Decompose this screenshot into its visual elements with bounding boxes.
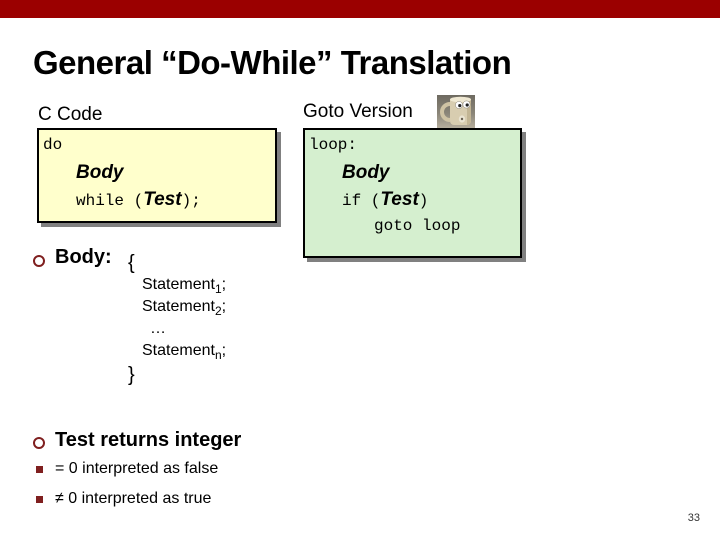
if-suffix: ) xyxy=(418,192,429,210)
body-placeholder: Body xyxy=(76,162,124,183)
page-title: General “Do-While” Translation xyxy=(33,44,512,81)
close-brace: } xyxy=(128,364,135,386)
square-bullet-icon xyxy=(36,466,43,473)
body-bullet-label: Body: xyxy=(55,246,112,268)
page-number: 33 xyxy=(687,512,700,524)
test-placeholder: Test xyxy=(380,189,419,210)
coffee-mug-image xyxy=(437,95,475,128)
loop-label: loop: xyxy=(309,136,358,154)
statement-line: Statementn; xyxy=(142,340,226,362)
goto-statement: goto loop xyxy=(374,217,461,235)
while-keyword: while ( xyxy=(76,192,144,210)
c-code-box: do Body while (Test); xyxy=(37,128,277,223)
statement-subscript: 1 xyxy=(214,282,222,297)
statement-suffix: ; xyxy=(221,342,227,359)
test-sub-item-true: ≠ 0 interpreted as true xyxy=(55,490,212,507)
goto-line-if: if (Test) xyxy=(305,186,520,213)
goto-version-label: Goto Version xyxy=(303,101,413,122)
goto-line-loop-label: loop: xyxy=(305,130,520,159)
statement-text: Statement xyxy=(142,342,215,359)
test-bullet-label: Test returns integer xyxy=(55,429,242,451)
c-code-line-do: do xyxy=(39,130,275,159)
statement-suffix: ; xyxy=(221,298,227,315)
if-keyword: if ( xyxy=(342,192,381,210)
while-suffix: ); xyxy=(181,192,201,210)
goto-line-goto: goto loop xyxy=(305,213,520,240)
statement-subscript: 2 xyxy=(214,304,222,319)
test-placeholder: Test xyxy=(143,189,182,210)
do-keyword: do xyxy=(43,136,63,154)
body-placeholder: Body xyxy=(342,162,390,183)
statement-suffix: ; xyxy=(221,276,227,293)
statement-ellipsis-line: … xyxy=(142,318,226,340)
top-accent-bar xyxy=(0,0,720,18)
statement-line: Statement1; xyxy=(142,274,226,296)
test-sub-item-false: = 0 interpreted as false xyxy=(55,460,219,477)
c-code-line-body: Body xyxy=(39,159,275,186)
goto-line-body: Body xyxy=(305,159,520,186)
c-code-line-while: while (Test); xyxy=(39,186,275,213)
c-code-label: C Code xyxy=(38,104,103,125)
statement-line: Statement2; xyxy=(142,296,226,318)
statement-text: Statement xyxy=(142,298,215,315)
statement-text: Statement xyxy=(142,276,215,293)
body-statements-list: Statement1; Statement2; … Statementn; xyxy=(142,274,226,362)
statement-subscript: n xyxy=(214,348,222,363)
circle-bullet-icon xyxy=(33,255,45,267)
open-brace: { xyxy=(128,252,135,274)
square-bullet-icon xyxy=(36,496,43,503)
goto-version-box: loop: Body if (Test) goto loop xyxy=(303,128,522,258)
ellipsis-text: … xyxy=(150,320,166,337)
circle-bullet-icon xyxy=(33,437,45,449)
